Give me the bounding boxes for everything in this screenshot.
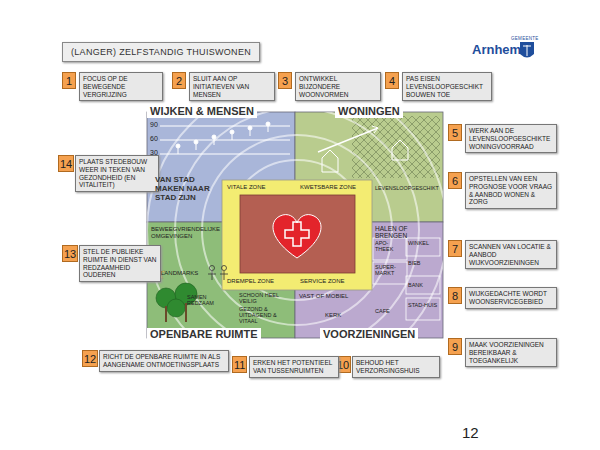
region-label: GEZOND & UITDAGEND & VITAAL bbox=[239, 306, 293, 324]
region-heading: VOORZIENINGEN bbox=[320, 328, 418, 341]
callout-number: 6 bbox=[448, 172, 462, 189]
callout: 13STEL DE PUBLIEKE RUIMTE IN DIENST VAN … bbox=[62, 245, 161, 282]
region-label: 90 bbox=[150, 121, 162, 129]
region-label: STAD-HUIS bbox=[408, 302, 440, 308]
region-label: SUPER-MARKT bbox=[375, 264, 405, 276]
region-label: VAST OF MOBIEL bbox=[299, 293, 369, 300]
callout-text: ERKEN HET POTENTIEEL VAN TUSSENRUIMTEN bbox=[249, 356, 339, 378]
region-label: APO-THEEK bbox=[375, 240, 405, 252]
region-label: BIEB bbox=[408, 260, 440, 266]
callout: 3ONTWIKKEL BIJZONDERE WOONVORMEN bbox=[278, 72, 381, 101]
callout-text: FOCUS OP DE BEWEGENDE VERGRIJZING bbox=[79, 72, 163, 101]
callout: 2SLUIT AAN OP INITIATIEVEN VAN MENSEN bbox=[172, 72, 275, 101]
callout-text: WIJKGEDACHTE WORDT WOONSERVICEGEBIED bbox=[465, 287, 557, 309]
region-label: HALEN OF BRENGEN bbox=[375, 225, 439, 239]
region-label: SCHOON HEEL VEILIG bbox=[239, 292, 291, 304]
callout-number: 2 bbox=[172, 72, 186, 89]
callout: 7SCANNEN VAN LOCATIE & AANBOD WIJKVOORZI… bbox=[448, 240, 557, 269]
region-label: SAMEN REDZAAM bbox=[187, 294, 221, 306]
zone-ring: VITALE ZONEKWETSBARE ZONE DREMPEL ZONESER… bbox=[222, 180, 372, 290]
page-number: 12 bbox=[462, 424, 479, 441]
callout-text: ONTWIKKEL BIJZONDERE WOONVORMEN bbox=[295, 72, 381, 101]
callout: 1FOCUS OP DE BEWEGENDE VERGRIJZING bbox=[62, 72, 163, 101]
quadrant: WONINGENLEVENSLOOPGESCHIKT bbox=[295, 112, 443, 222]
logo-subtext: GEMEENTE bbox=[511, 36, 539, 41]
region-label: 60 bbox=[150, 135, 162, 143]
region-label: LANDMARKS bbox=[161, 270, 211, 277]
region-label: CAFE bbox=[375, 308, 405, 314]
callout: 12RICHT DE OPENBARE RUIMTE IN ALS AANGEN… bbox=[82, 350, 229, 372]
callout: 9MAAK VOORZIENINGEN BEREIKBAAR & TOEGANK… bbox=[448, 338, 557, 367]
logo-text: Arnhem bbox=[472, 42, 521, 57]
callout-text: RICHT DE OPENBARE RUIMTE IN ALS AANGENAM… bbox=[99, 350, 229, 372]
region-heading: OPENBARE RUIMTE bbox=[147, 328, 261, 341]
callout-number: 5 bbox=[448, 124, 462, 141]
region-heading: WIJKEN & MENSEN bbox=[147, 105, 257, 118]
callout: 4PAS EISEN LEVENSLOOPGESCHIKT BOUWEN TOE bbox=[385, 72, 492, 101]
callout-text: PLAATS STEDEBOUW WEER IN TEKEN VAN GEZON… bbox=[75, 155, 159, 192]
callout: 11ERKEN HET POTENTIEEL VAN TUSSENRUIMTEN bbox=[232, 356, 339, 378]
region-label: LEVENSLOOPGESCHIKT bbox=[375, 186, 439, 192]
callout: 14PLAATS STEDEBOUW WEER IN TEKEN VAN GEZ… bbox=[58, 155, 159, 192]
callout-number: 13 bbox=[62, 245, 78, 262]
callout-text: SLUIT AAN OP INITIATIEVEN VAN MENSEN bbox=[189, 72, 275, 101]
callout-text: PAS EISEN LEVENSLOOPGESCHIKT BOUWEN TOE bbox=[402, 72, 492, 101]
region-label: DREMPEL ZONE bbox=[227, 278, 297, 285]
region-label: BANK bbox=[408, 282, 440, 288]
callout-number: 11 bbox=[232, 356, 247, 373]
callout-number: 8 bbox=[448, 287, 462, 304]
callout-number: 1 bbox=[62, 72, 76, 89]
callout-text: OPSTELLEN VAN EEN PROGNOSE VOOR VRAAG & … bbox=[465, 172, 557, 209]
callout-text: SCANNEN VAN LOCATIE & AANBOD WIJKVOORZIE… bbox=[465, 240, 557, 269]
slide-title: (LANGER) ZELFSTANDIG THUISWONEN bbox=[62, 42, 260, 62]
region-label: VITALE ZONE bbox=[227, 184, 297, 191]
callout-number: 7 bbox=[448, 240, 462, 257]
region-label: BEWEEGVRIENDELIJKE OMGEVINGEN bbox=[151, 226, 221, 239]
callout-number: 3 bbox=[278, 72, 292, 89]
callout-number: 9 bbox=[448, 338, 462, 355]
region-label: VAN STAD MAKEN NAAR STAD ZIJN bbox=[155, 176, 223, 202]
callout: 10BEHOUD HET VERZORGINGSHUIS bbox=[335, 356, 440, 378]
callout-number: 12 bbox=[82, 350, 98, 367]
quadrant: WIJKEN & MENSEN906030VAN STAD MAKEN NAAR… bbox=[147, 112, 295, 222]
callout-number: 4 bbox=[385, 72, 399, 89]
callout: 5WERK AAN DE LEVENSLOOPGESCHIKTE WONINGV… bbox=[448, 124, 557, 153]
region-label: KWETSBARE ZONE bbox=[300, 184, 370, 191]
callout-text: MAAK VOORZIENINGEN BEREIKBAAR & TOEGANKE… bbox=[465, 338, 557, 367]
callout-text: STEL DE PUBLIEKE RUIMTE IN DIENST VAN RE… bbox=[79, 245, 161, 282]
region-heading: WONINGEN bbox=[335, 105, 403, 118]
callout-text: BEHOUD HET VERZORGINGSHUIS bbox=[352, 356, 440, 378]
callout: 6OPSTELLEN VAN EEN PROGNOSE VOOR VRAAG &… bbox=[448, 172, 557, 209]
callout-number: 14 bbox=[58, 155, 74, 172]
region-label: WINKEL bbox=[408, 240, 440, 246]
callout-text: WERK AAN DE LEVENSLOOPGESCHIKTE WONINGVO… bbox=[465, 124, 557, 153]
region-label: SERVICE ZONE bbox=[300, 278, 370, 285]
callout: 8WIJKGEDACHTE WORDT WOONSERVICEGEBIED bbox=[448, 287, 557, 309]
region-label: KERK bbox=[325, 312, 355, 319]
region-label: 30 bbox=[150, 149, 162, 157]
